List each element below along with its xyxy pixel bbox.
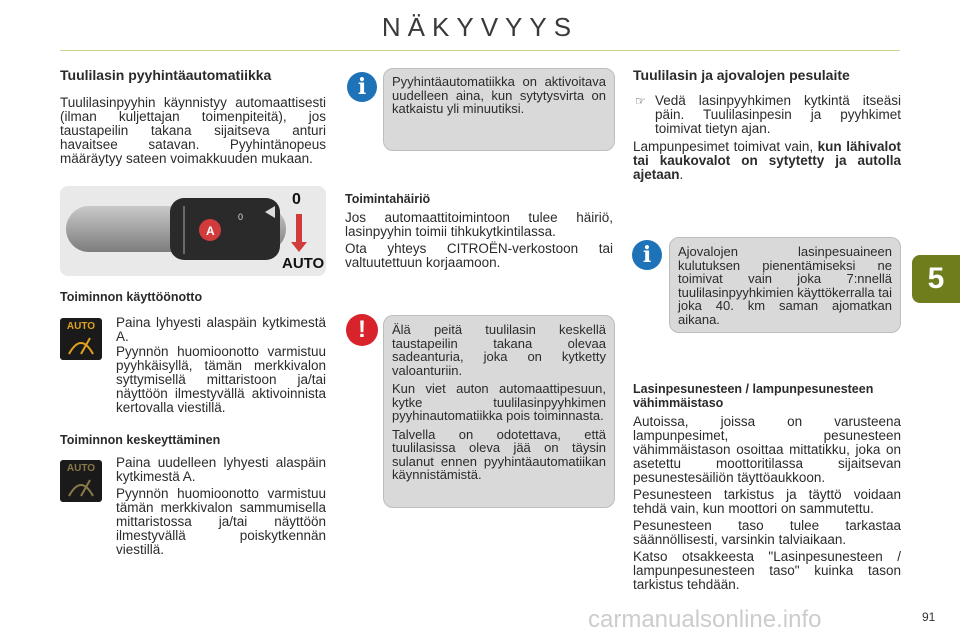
malfunction-section: Toimintahäiriö Jos automaattitoimintoon …: [345, 192, 613, 270]
hand-pointer-icon: ☞: [635, 94, 646, 108]
fluid-level-section: Lasinpesunesteen / lampunpesunesteen väh…: [633, 382, 901, 592]
deactivation-heading: Toiminnon keskeyttäminen: [60, 433, 221, 447]
activation-confirmation: Pyynnön huomioonotto varmis­tuu pyyhkäis…: [116, 344, 326, 415]
auto-wiper-off-lamp-icon: AUTO: [60, 460, 102, 502]
column-left: Tuulilasin pyyhintäautomatiikka Tuulilas…: [60, 68, 326, 166]
washer-bullet: ☞ Vedä lasinpyyhkimen kytkintä itseäsi p…: [633, 94, 901, 136]
fluid-paragraph-4: Katso otsakkeesta "Lasinpesunesteen / la…: [633, 549, 901, 592]
washer-bullet-text: Vedä lasinpyyhkimen kytkintä itseäsi päi…: [655, 93, 901, 136]
lamp-washer-paragraph: Lampunpesimet toimivat vain, kun lähival…: [633, 139, 901, 182]
malfunction-heading: Toimintahäiriö: [345, 192, 431, 206]
deactivation-text: Paina uudelleen lyhyesti alas­päin kytki…: [116, 456, 326, 484]
info-icon: i: [347, 72, 377, 102]
deactivation-section: Toiminnon keskeyttäminen: [60, 433, 326, 447]
warning-paragraph-3: Talvella on odotettava, että tuulilasiss…: [392, 426, 606, 482]
auto-wiper-warning-lamp-icon: AUTO: [60, 318, 102, 360]
deactivation-confirmation: Pyynnön huomioonotto varmis­tuu tämän me…: [116, 486, 326, 557]
page-number: 91: [922, 610, 936, 624]
warning-icon: !: [346, 314, 378, 346]
page-title: NÄKYVYYS: [381, 12, 579, 42]
activation-section: Toiminnon käyttöönotto: [60, 290, 326, 304]
activation-step: Paina lyhyesti alaspäin kytki­mestä A.: [116, 315, 326, 344]
activation-heading: Toiminnon käyttöönotto: [60, 290, 203, 304]
info-box-reactivation: Pyyhintäautomatiikka on aktivoitava uude…: [383, 68, 615, 151]
stalk-label-auto: AUTO: [282, 255, 325, 272]
info-icon-2: i: [632, 240, 662, 270]
info-box-text: Pyyhintäautomatiikka on aktivoitava uude…: [392, 74, 606, 116]
column-right: Tuulilasin ja ajovalojen pesulaite ☞ Ved…: [633, 68, 901, 182]
warning-box-sensor: Älä peitä tuulilasin keskellä taustapeil…: [383, 315, 615, 508]
section-heading-washer: Tuulilasin ja ajovalojen pesulaite: [633, 67, 850, 83]
intro-paragraph: Tuulilasinpyyhin käynnistyy automaattise…: [60, 95, 326, 166]
fluid-level-heading: Lasinpesunesteen / lampunpesunesteen väh…: [633, 382, 874, 410]
warning-paragraph-1: Älä peitä tuulilasin keskellä taustapeil…: [392, 322, 606, 378]
malfunction-paragraph-2: Ota yhteys CITROËN-verkostoon tai valtuu…: [345, 241, 613, 270]
fluid-paragraph-2: Pesunesteen tarkistus ja täyttö voidaan …: [633, 487, 901, 516]
info-box-headlamp-washer: Ajovalojen lasinpesuaineen kulutuksen pi…: [669, 237, 901, 333]
fluid-paragraph-3: Pesunesteen taso tulee tarkastaa säännöl…: [633, 518, 901, 547]
title-divider: [60, 50, 900, 51]
chapter-tab: 5: [912, 255, 960, 303]
activation-text: Paina lyhyesti alaspäin kytki­mestä A.: [116, 316, 326, 344]
deactivation-step: Paina uudelleen lyhyesti alas­päin kytki…: [116, 455, 326, 484]
headlamp-info-text: Ajovalojen lasinpesuaineen kulutuksen pi…: [678, 244, 892, 327]
warning-paragraph-2: Kun viet auton automaattipesuun, kytke t…: [392, 381, 606, 423]
watermark: carmanualsonline.info: [588, 606, 822, 633]
svg-text:0: 0: [238, 212, 243, 222]
section-heading-rain-sensor: Tuulilasin pyyhintäautomatiikka: [60, 67, 272, 83]
fluid-paragraph-1: Autoissa, joissa on varusteena lampunpes…: [633, 414, 901, 485]
stalk-label-a: A: [206, 224, 215, 238]
stalk-label-zero: 0: [292, 191, 301, 208]
malfunction-paragraph-1: Jos automaattitoimintoon tulee häiriö, l…: [345, 210, 613, 239]
wiper-stalk-image: A 0 0 AUTO: [60, 186, 326, 276]
